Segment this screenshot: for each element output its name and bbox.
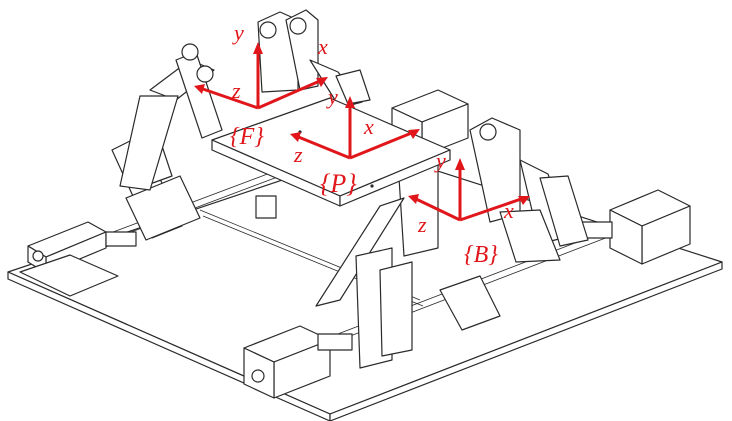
axis-label-F-z: z⃗ xyxy=(231,78,258,103)
leg-right xyxy=(469,117,589,263)
frame-B-axes xyxy=(408,158,530,222)
axis-label-F-y: y⃗ xyxy=(232,20,261,45)
axis-label-P-y: y xyxy=(326,84,338,109)
motor-block-right-back xyxy=(581,189,691,265)
leg-left xyxy=(111,43,223,241)
frame-label-P: {P} xyxy=(320,169,357,198)
axis-label-B-z: z xyxy=(417,212,427,237)
frame-F-axes xyxy=(194,42,328,110)
frame-label-F: {F} xyxy=(230,124,264,150)
axis-label-P-z: z⃗ xyxy=(293,142,320,167)
axis-label-B-x: x xyxy=(503,198,514,223)
motor-block-front-middle xyxy=(243,325,353,399)
moving-platform xyxy=(211,97,451,219)
axis-label-B-y: y xyxy=(434,148,446,173)
frame-label-B: {B} xyxy=(464,242,498,268)
motor-block-left-front xyxy=(19,221,137,297)
axis-label-F-x: x⃗ xyxy=(317,34,345,59)
frame-P-axes xyxy=(290,96,420,160)
leg-back xyxy=(257,9,371,109)
axis-label-P-x: x xyxy=(363,114,374,139)
